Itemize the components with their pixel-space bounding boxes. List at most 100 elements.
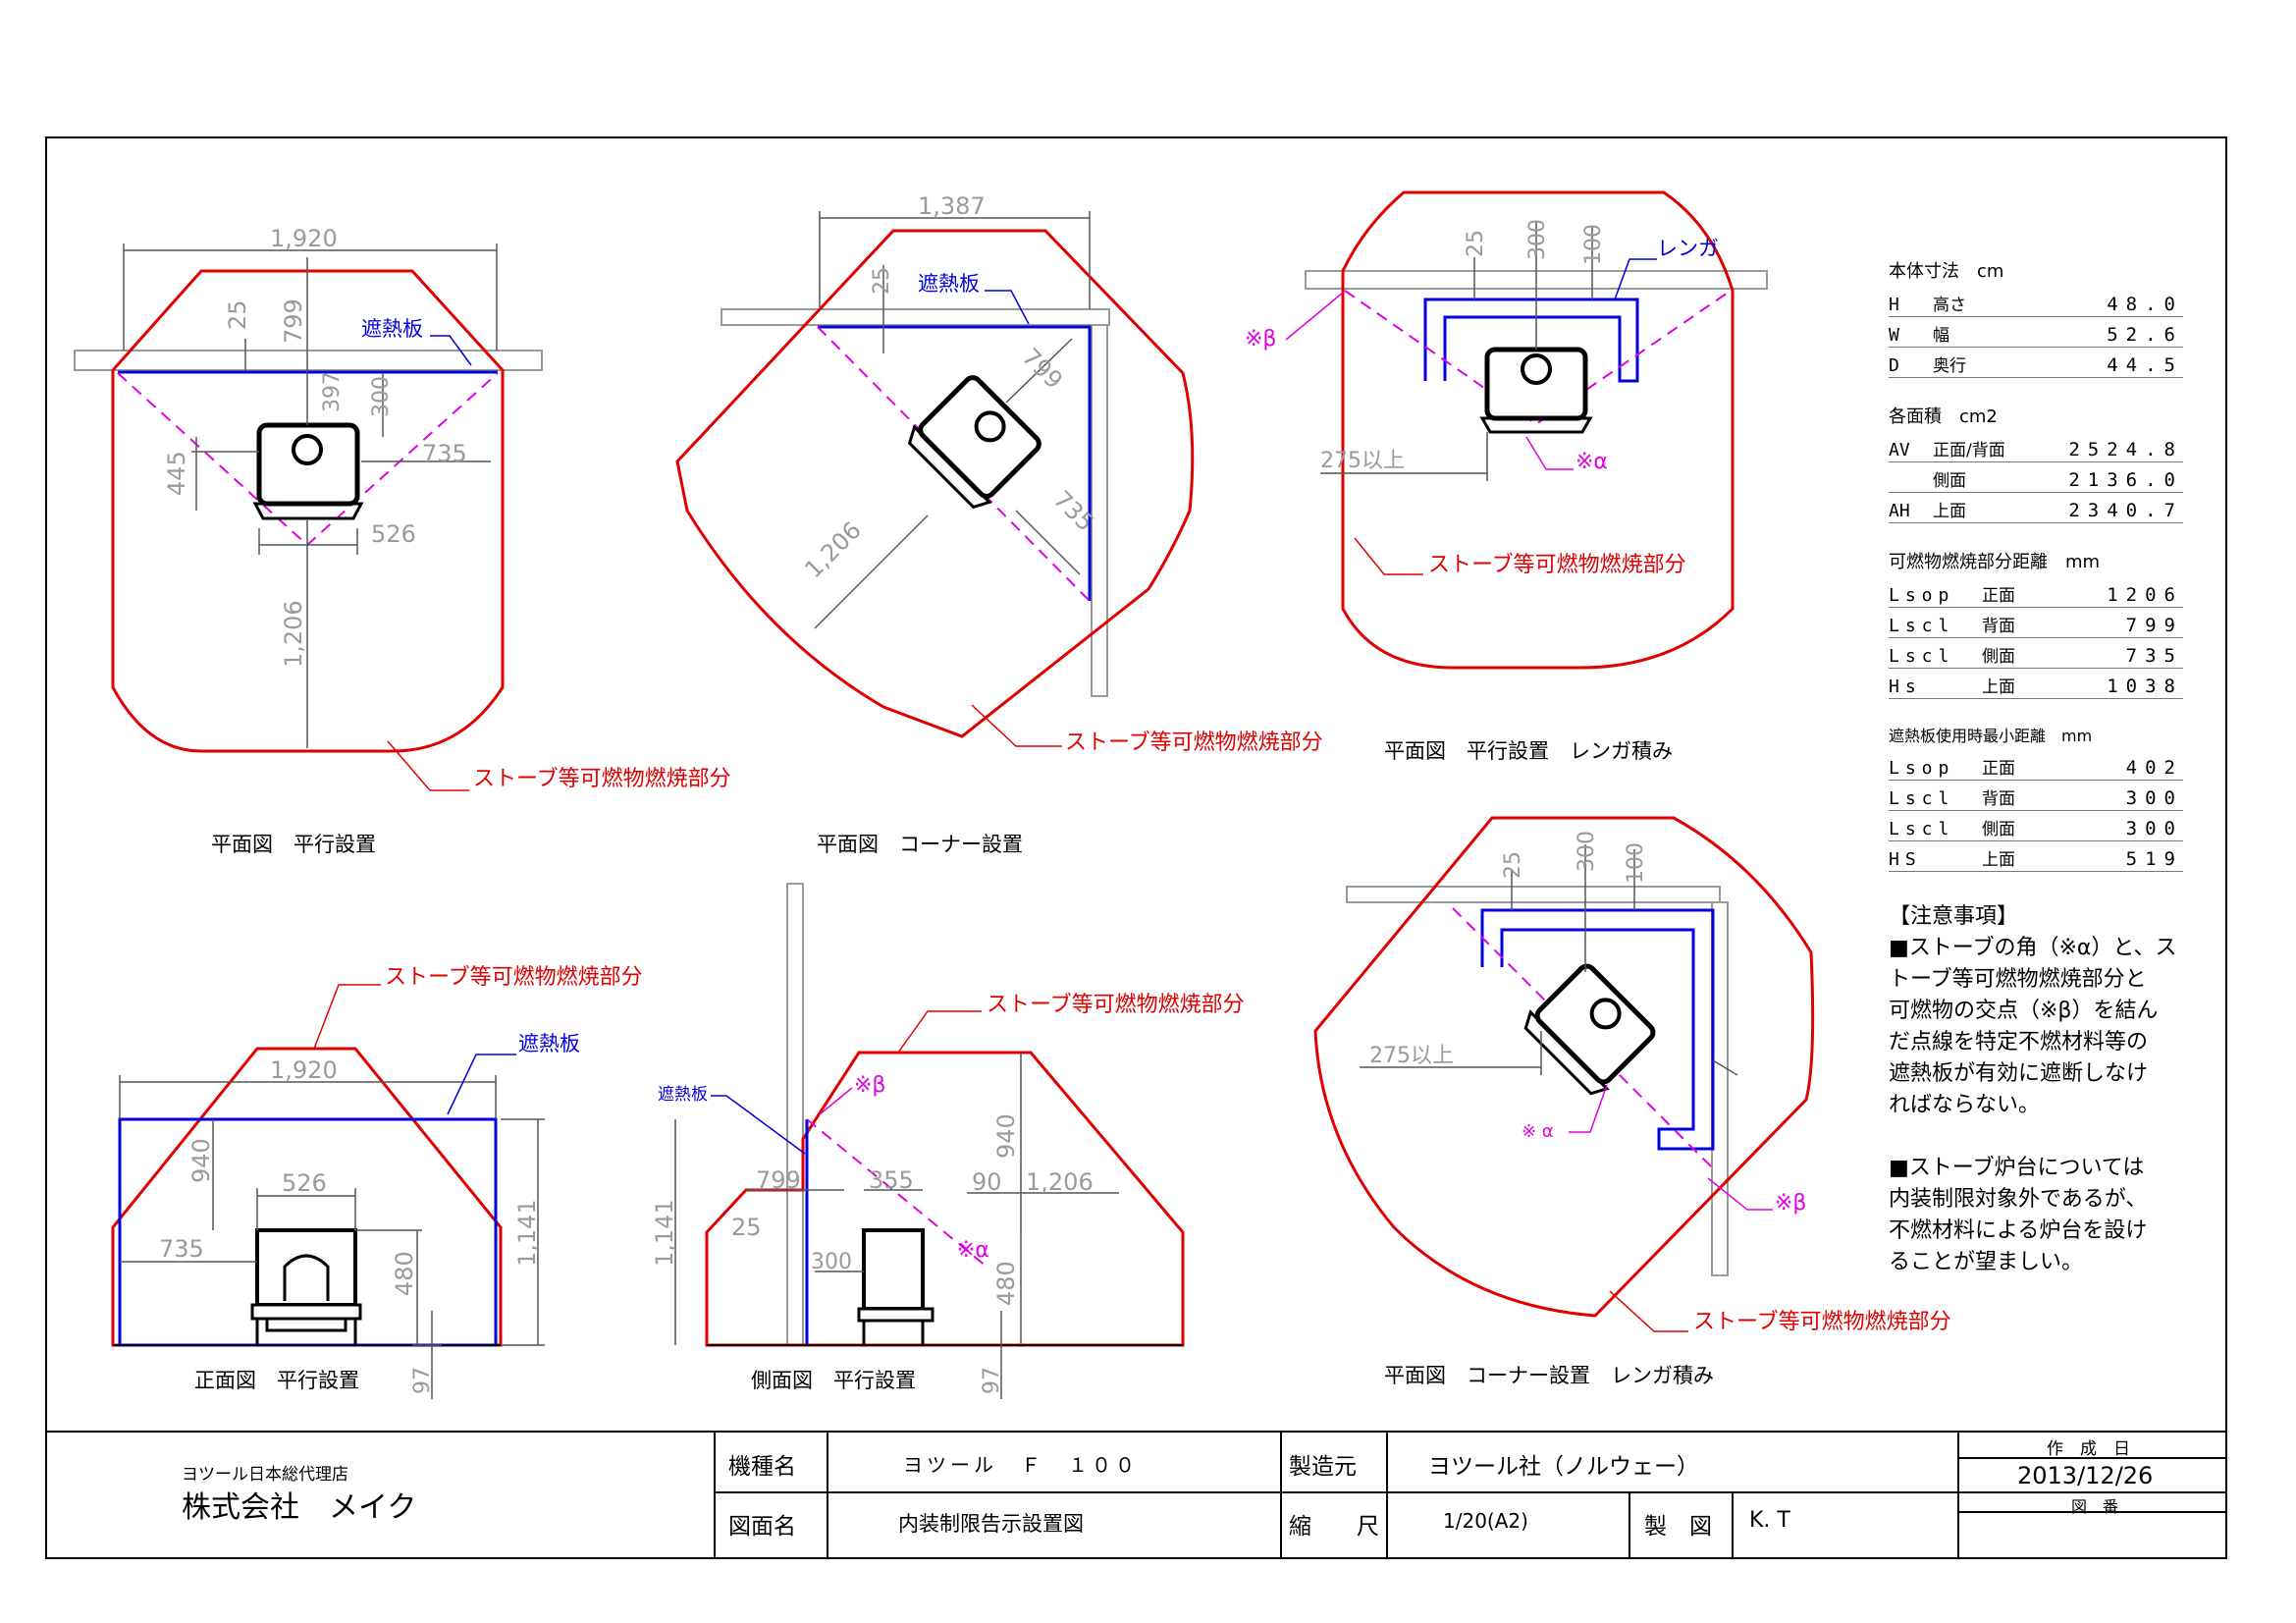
spec-name: 正面 — [1982, 759, 2015, 779]
dim-text: 1,141 — [513, 1199, 541, 1267]
combustible-zone — [705, 1051, 1185, 1347]
dim-text: 940 — [992, 1113, 1020, 1159]
dim-text: 480 — [391, 1251, 418, 1296]
dim-text: 735 — [159, 1235, 204, 1263]
beta-label: ※β — [1775, 1191, 1806, 1216]
spec-value: 52.6 — [2107, 324, 2183, 346]
shield-label: 遮熱板 — [518, 1032, 580, 1055]
drawing-caption: 平面図 コーナー設置 レンガ積み — [1384, 1364, 1714, 1387]
wall — [74, 350, 543, 371]
dim-text: 100 — [1581, 224, 1606, 265]
dim-text: 275以上 — [1369, 1044, 1454, 1068]
spec-value: 735 — [2125, 645, 2183, 667]
alpha-label: ※α — [957, 1238, 989, 1263]
spec-name: 正面/背面 — [1933, 441, 2005, 460]
table-row: D 奥行 44.5 — [1889, 348, 2183, 378]
flue-icon — [292, 434, 323, 465]
dim-text: 25 — [224, 299, 251, 330]
spec-name: 上面 — [1982, 850, 2015, 870]
spec-code: Lscl — [1889, 616, 1955, 636]
spec-value: 402 — [2125, 757, 2183, 779]
dim-text: 25 — [870, 267, 894, 295]
heat-shield — [818, 325, 1092, 601]
drawing-caption: 平面図 コーナー設置 — [817, 833, 1023, 856]
stove-base — [1479, 416, 1593, 434]
spec-name: 幅 — [1933, 326, 1949, 346]
alpha-label: ※α — [1575, 450, 1608, 474]
scale-value: 1/20(A2) — [1443, 1509, 1528, 1533]
maker-label: 製造元 — [1289, 1454, 1357, 1480]
shield-label: 遮熱板 — [361, 317, 423, 341]
spec-value: 44.5 — [2107, 354, 2183, 376]
note-line: 可燃物の交点（※β）を結ん — [1889, 999, 2159, 1023]
dim-text: 100 — [1624, 842, 1648, 884]
note-line: ■ストーブの角（※α）と、ス — [1889, 936, 2177, 960]
spec-value: 1038 — [2107, 676, 2183, 697]
drawing-value: 内装制限告示設置図 — [898, 1512, 1084, 1536]
stove-front — [255, 1228, 357, 1307]
plan-parallel-brick-drawing: 25 300 100 275以上 レンガ ※β ※α ストーブ等可燃物燃焼部分 … — [1245, 190, 1768, 763]
dim-text: 300 — [369, 376, 394, 417]
dim-text: 799 — [756, 1166, 801, 1194]
spec-value: 300 — [2125, 787, 2183, 809]
drafter-value: K. T — [1749, 1508, 1790, 1533]
drawing-caption: 平面図 平行設置 レンガ積み — [1384, 739, 1673, 763]
note-line: 不燃材料による炉台を設け — [1889, 1218, 2148, 1243]
combustible-label: ストーブ等可燃物燃焼部分 — [473, 767, 731, 791]
spec-name: 高さ — [1933, 296, 1966, 315]
combustible-zone — [1313, 816, 1815, 1318]
spec-name: 上面 — [1933, 502, 1966, 521]
spec-value: 48.0 — [2107, 294, 2183, 315]
spec-code: AH — [1889, 501, 1910, 521]
shield-label: 遮熱板 — [918, 272, 980, 296]
spec-name: 奥行 — [1933, 356, 1966, 376]
spec-title: 本体寸法 cm — [1889, 261, 2004, 282]
table-row: Lsop 正面 402 — [1889, 750, 2183, 781]
brick-label: レンガ — [1657, 237, 1719, 260]
dim-text: 1,206 — [280, 600, 307, 668]
drawing-caption: 平面図 平行設置 — [211, 833, 376, 856]
spec-name: 上面 — [1982, 677, 2015, 697]
shield-line — [817, 326, 1091, 602]
title-block — [46, 1431, 2226, 1558]
dim-text: 1,206 — [1026, 1168, 1094, 1196]
spec-code: Lscl — [1889, 819, 1955, 839]
combustible-label: ストーブ等可燃物燃焼部分 — [1428, 553, 1686, 577]
drawing-caption: 側面図 平行設置 — [751, 1369, 916, 1392]
plan-parallel-drawing: 1,920 25 799 397 300 445 735 526 1,206 遮… — [74, 225, 731, 856]
spec-name: 側面 — [1982, 820, 2015, 839]
company-name: 株式会社 メイク — [182, 1490, 417, 1525]
brick-wall — [1480, 908, 1715, 1151]
dim-text: 1,920 — [270, 225, 338, 252]
spec-value: 2524.8 — [2068, 439, 2183, 460]
dim-text: 300 — [1575, 831, 1599, 872]
combustible-label: ストーブ等可燃物燃焼部分 — [1693, 1310, 1951, 1334]
spec-name: 背面 — [1982, 617, 2015, 636]
stove-side — [862, 1228, 925, 1311]
spec-code: Lsop — [1889, 758, 1955, 779]
date-value: 2013/12/26 — [2017, 1462, 2154, 1489]
combustible-label: ストーブ等可燃物燃焼部分 — [385, 965, 643, 990]
combustible-label: ストーブ等可燃物燃焼部分 — [1065, 730, 1323, 755]
combustible-zone — [675, 229, 1195, 738]
spec-code: D — [1889, 355, 1899, 376]
combustible-zone — [1341, 190, 1735, 670]
shield-label: 遮熱板 — [658, 1085, 708, 1105]
dim-text: 97 — [980, 1367, 1004, 1394]
plan-corner-drawing: 1,387 25 799 735 1,206 遮熱板 ストーブ等可燃物燃焼部分 … — [675, 192, 1323, 856]
dim-text: 445 — [163, 451, 190, 496]
side-parallel-drawing: 799 355 90 1,206 25 300 940 480 1,141 97… — [651, 883, 1245, 1399]
dim-text: 1,387 — [918, 192, 986, 220]
spec-name: 側面 — [1982, 647, 2015, 667]
wall — [721, 308, 1110, 326]
dim-text: 25 — [1464, 230, 1488, 257]
note-line: 遮熱板が有効に遮断しなけ — [1889, 1061, 2149, 1086]
note-line: ることが望ましい。 — [1889, 1250, 2084, 1274]
note-line: 内装制限対象外であるが、 — [1889, 1187, 2148, 1212]
dim-text: 526 — [371, 520, 416, 548]
